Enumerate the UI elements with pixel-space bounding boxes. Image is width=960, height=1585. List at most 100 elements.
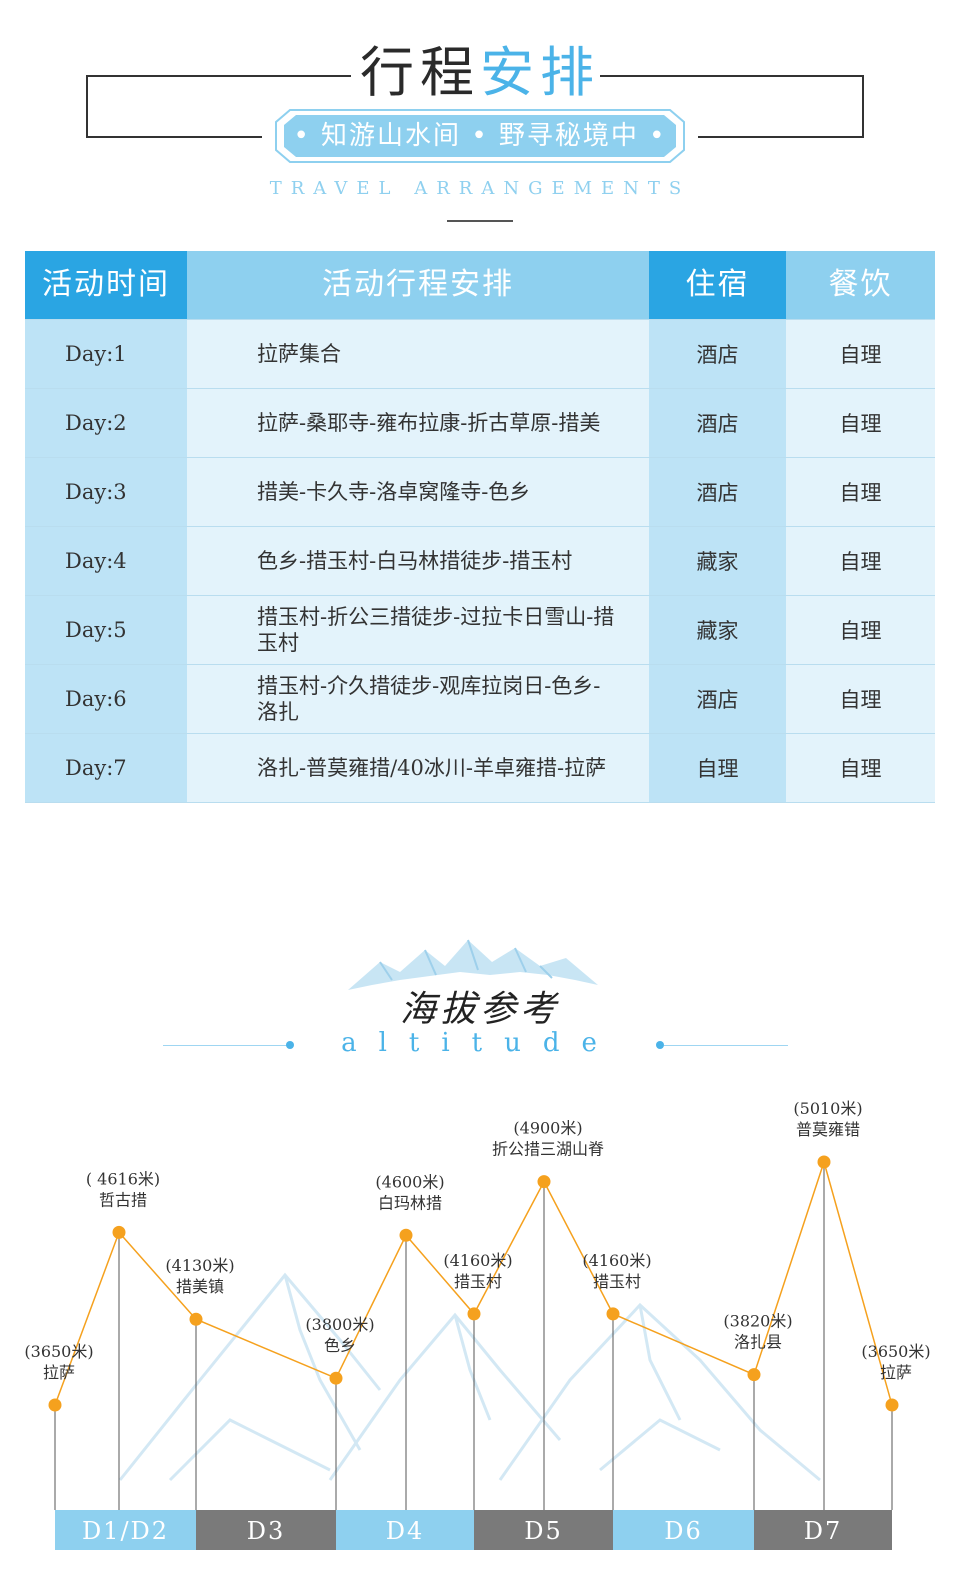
table-row: Day:7 洛扎-普莫雍措/40冰川-羊卓雍措-拉萨 自理 自理 <box>25 733 935 802</box>
place-name-label: 折公措三湖山脊 <box>492 1140 604 1159</box>
altitude-point <box>48 1398 62 1412</box>
altitude-value-label: (4130米) <box>165 1256 234 1275</box>
altitude-chart-layer: D1/D2 D3 D4 D5 D6 D7 (3650米) 拉萨 ( 4616米) 哲古措 (4130… <box>24 1099 930 1580</box>
altitude-divider-left <box>163 1045 288 1046</box>
altitude-subtitle: altitude <box>341 1028 619 1058</box>
day-label: D6 <box>664 1517 703 1545</box>
altitude-point <box>112 1225 126 1239</box>
cell-stay: 酒店 <box>649 389 786 457</box>
day-segment <box>613 1510 754 1550</box>
table-row: Day:4 色乡-措玉村-白马林措徒步-措玉村 藏家 自理 <box>25 526 935 595</box>
place-name-label: 措玉村 <box>454 1272 502 1291</box>
title-part-1: 行程 <box>360 41 480 104</box>
altitude-point <box>747 1368 761 1382</box>
header-time: 活动时间 <box>25 251 187 319</box>
header-meal: 餐饮 <box>786 251 935 319</box>
table-row: Day:1 拉萨集合 酒店 自理 <box>25 319 935 388</box>
frame-left <box>86 75 88 138</box>
cell-day: Day:2 <box>25 389 187 457</box>
cell-meal: 自理 <box>786 665 935 733</box>
table-header: 活动时间 活动行程安排 住宿 餐饮 <box>25 251 935 319</box>
altitude-point <box>399 1228 413 1242</box>
cell-stay: 酒店 <box>649 665 786 733</box>
altitude-value-label: (4160米) <box>582 1251 651 1270</box>
day-segment <box>55 1510 196 1550</box>
altitude-point <box>606 1307 620 1321</box>
day-label: D4 <box>386 1517 425 1545</box>
day-segment <box>336 1510 474 1550</box>
table-row: Day:3 措美-卡久寺-洛卓窝隆寺-色乡 酒店 自理 <box>25 457 935 526</box>
cell-route: 措玉村-介久措徒步-观库拉岗日-色乡-洛扎 <box>187 665 649 733</box>
cell-route: 洛扎-普莫雍措/40冰川-羊卓雍措-拉萨 <box>187 734 649 802</box>
day-segment <box>474 1510 613 1550</box>
cell-day: Day:6 <box>25 665 187 733</box>
cell-day: Day:7 <box>25 734 187 802</box>
cell-route: 措美-卡久寺-洛卓窝隆寺-色乡 <box>187 458 649 526</box>
divider <box>447 220 513 222</box>
altitude-value-label: (3820米) <box>723 1312 792 1331</box>
place-name-label: 普莫雍错 <box>796 1120 860 1139</box>
cell-meal: 自理 <box>786 734 935 802</box>
title-part-2: 安排 <box>480 41 600 104</box>
altitude-title: 海拔参考 <box>399 989 560 1030</box>
altitude-value-label: (3800米) <box>305 1315 374 1334</box>
day-label: D3 <box>247 1517 286 1545</box>
place-name-label: 洛扎县 <box>734 1333 782 1352</box>
cell-stay: 自理 <box>649 734 786 802</box>
cell-day: Day:3 <box>25 458 187 526</box>
day-label: D5 <box>524 1517 563 1545</box>
place-name-label: 措玉村 <box>593 1272 641 1291</box>
altitude-value-label: (3650米) <box>861 1342 930 1361</box>
cell-meal: 自理 <box>786 596 935 664</box>
cell-route: 拉萨集合 <box>187 320 649 388</box>
cell-meal: 自理 <box>786 389 935 457</box>
altitude-dot-right <box>656 1041 664 1049</box>
altitude-dot-left <box>286 1041 294 1049</box>
cell-stay: 藏家 <box>649 527 786 595</box>
altitude-point <box>885 1398 899 1412</box>
place-name-label: 哲古措 <box>99 1190 147 1209</box>
cell-day: Day:1 <box>25 320 187 388</box>
altitude-point <box>189 1312 203 1326</box>
cell-stay: 藏家 <box>649 596 786 664</box>
place-name-label: 色乡 <box>324 1336 356 1355</box>
itinerary-table: 活动时间 活动行程安排 住宿 餐饮 Day:1 拉萨集合 酒店 自理 Day:2… <box>25 251 935 803</box>
cell-day: Day:5 <box>25 596 187 664</box>
altitude-point <box>329 1371 343 1385</box>
table-row: Day:2 拉萨-桑耶寺-雍布拉康-折古草原-措美 酒店 自理 <box>25 388 935 457</box>
altitude-divider-right <box>664 1045 788 1046</box>
table-row: Day:5 措玉村-折公三措徒步-过拉卡日雪山-措玉村 藏家 自理 <box>25 595 935 664</box>
frame-top-right <box>600 75 864 77</box>
table-row: Day:6 措玉村-介久措徒步-观库拉岗日-色乡-洛扎 酒店 自理 <box>25 664 935 733</box>
cell-route: 措玉村-折公三措徒步-过拉卡日雪山-措玉村 <box>187 596 649 664</box>
frame-top-left <box>86 75 351 77</box>
altitude-value-label: ( 4616米) <box>86 1169 160 1188</box>
altitude-value-label: (3650米) <box>24 1342 93 1361</box>
page-title: 行程安排 <box>0 38 960 108</box>
altitude-point <box>467 1307 481 1321</box>
cell-meal: 自理 <box>786 458 935 526</box>
place-name-label: 措美镇 <box>176 1277 224 1296</box>
cell-route: 色乡-措玉村-白马林措徒步-措玉村 <box>187 527 649 595</box>
frame-right <box>862 75 864 138</box>
day-segment <box>196 1510 336 1550</box>
place-name-label: 白玛林措 <box>378 1193 442 1212</box>
mountain-icon <box>348 939 598 990</box>
day-label: D1/D2 <box>82 1517 169 1545</box>
header-route: 活动行程安排 <box>187 251 649 319</box>
banner-shape <box>275 109 685 163</box>
altitude-value-label: (5010米) <box>793 1099 862 1118</box>
cell-stay: 酒店 <box>649 458 786 526</box>
altitude-value-label: (4160米) <box>443 1251 512 1270</box>
background-mountains-icon <box>118 1272 821 1482</box>
altitude-point <box>537 1175 551 1189</box>
cell-route: 拉萨-桑耶寺-雍布拉康-折古草原-措美 <box>187 389 649 457</box>
slogan-banner: • 知游山水间 • 野寻秘境中 • <box>272 106 688 166</box>
frame-bottom-right <box>698 136 864 138</box>
day-label: D7 <box>804 1517 843 1545</box>
altitude-point <box>817 1155 831 1169</box>
cell-meal: 自理 <box>786 320 935 388</box>
altitude-value-label: (4600米) <box>375 1172 444 1191</box>
place-name-label: 拉萨 <box>880 1363 912 1382</box>
